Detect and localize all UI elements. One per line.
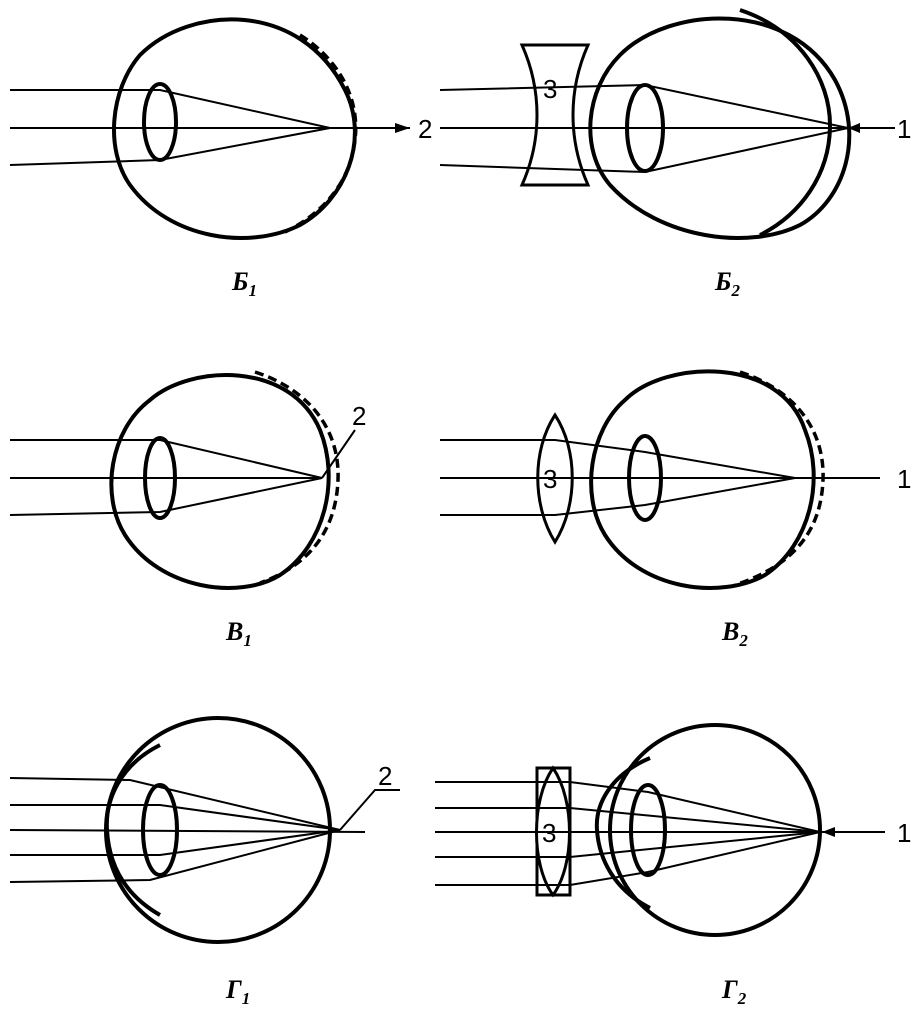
- light-rays: [9, 777, 400, 883]
- eyeball-back: [739, 8, 833, 237]
- eye-lens: [629, 783, 667, 877]
- cornea: [594, 756, 651, 910]
- marker-label: 2: [418, 114, 432, 144]
- panel-caption: Г1: [225, 975, 250, 1008]
- marker-label: 1: [897, 114, 911, 144]
- panel-v1: 2 В1: [9, 370, 366, 650]
- normal-eyeball-outline: [254, 370, 340, 585]
- eye-lens: [142, 82, 178, 162]
- panel-v2: 3 1 В2: [440, 369, 911, 650]
- panel-b1: 2 Б1: [9, 17, 432, 300]
- light-rays: [440, 439, 880, 516]
- panel-caption: Г2: [721, 975, 747, 1008]
- eyeball: [589, 369, 816, 590]
- marker-label: 2: [352, 401, 366, 431]
- concave-lens: [519, 43, 591, 187]
- panel-g1: 2 Г1: [9, 716, 400, 1008]
- panel-caption: В2: [721, 617, 748, 650]
- light-rays: [435, 781, 885, 886]
- panel-caption: Б2: [714, 267, 741, 300]
- light-rays: [9, 89, 410, 166]
- eyeball: [588, 16, 852, 240]
- normal-eyeball-outline: [284, 33, 358, 234]
- light-rays: [9, 429, 356, 516]
- marker-label: 1: [897, 818, 911, 848]
- panel-b2: 3 1 Б2: [439, 8, 911, 300]
- marker-label: 2: [378, 761, 392, 791]
- marker-label: 1: [897, 464, 911, 494]
- eyeball: [608, 723, 822, 937]
- panel-caption: В1: [225, 617, 252, 650]
- light-rays: [439, 83, 895, 174]
- lens-label: 3: [543, 74, 557, 104]
- panel-caption: Б1: [231, 267, 257, 300]
- panel-g2: 3 1 Г2: [435, 723, 911, 1008]
- normal-eyeball-outline: [734, 370, 825, 587]
